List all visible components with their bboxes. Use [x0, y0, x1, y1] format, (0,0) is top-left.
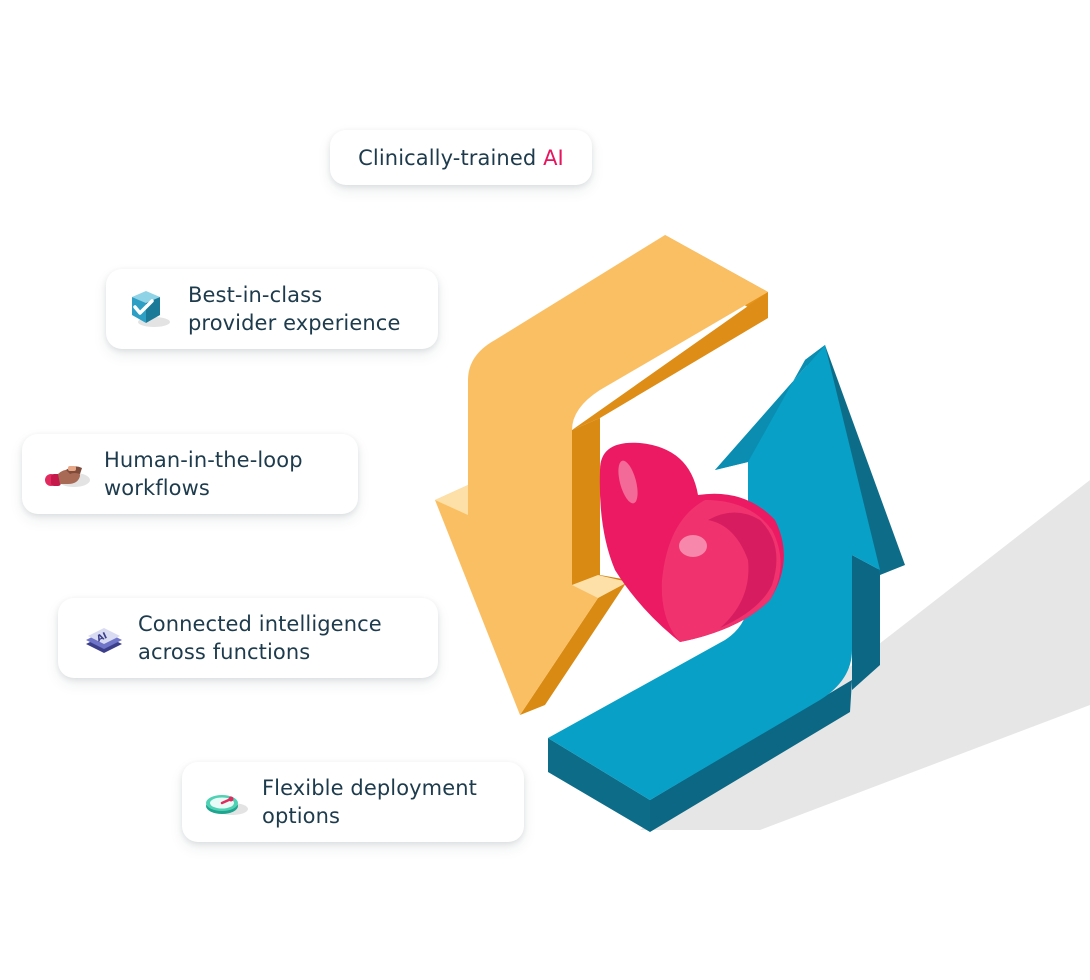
hand-icon: [45, 466, 90, 487]
feature-label-line2: provider experience: [188, 311, 401, 335]
feature-card-flexible-deployment: Flexible deployment options: [182, 762, 524, 842]
feature-label-line2: workflows: [104, 476, 210, 500]
feature-label: Best-in-class provider experience: [188, 281, 400, 337]
feature-label-accent: AI: [543, 145, 564, 170]
feature-label-prefix: Clinically-trained: [358, 145, 544, 170]
shield-check-icon: [132, 291, 170, 327]
gauge-icon: [206, 795, 248, 815]
feature-label: Clinically-trained AI: [358, 144, 564, 172]
feature-label-line1: Flexible deployment: [262, 776, 477, 800]
feature-label-line2: across functions: [138, 640, 311, 664]
feature-card-human-in-the-loop: Human-in-the-loop workflows: [22, 434, 358, 514]
feature-card-connected-intelligence: AI Connected intelligence across functio…: [58, 598, 438, 678]
feature-card-provider-experience: Best-in-class provider experience: [106, 269, 438, 349]
svg-text:AI: AI: [95, 631, 109, 644]
feature-label: Connected intelligence across functions: [138, 610, 382, 666]
feature-label: Flexible deployment options: [262, 774, 477, 830]
feature-card-clinically-trained-ai: Clinically-trained AI: [330, 130, 592, 185]
feature-label-line1: Human-in-the-loop: [104, 448, 303, 472]
feature-label-line1: Connected intelligence: [138, 612, 382, 636]
feature-label-line2: options: [262, 804, 341, 828]
feature-label-line1: Best-in-class: [188, 283, 323, 307]
feature-label: Human-in-the-loop workflows: [104, 446, 303, 502]
ai-chip-icon: AI: [86, 628, 122, 653]
